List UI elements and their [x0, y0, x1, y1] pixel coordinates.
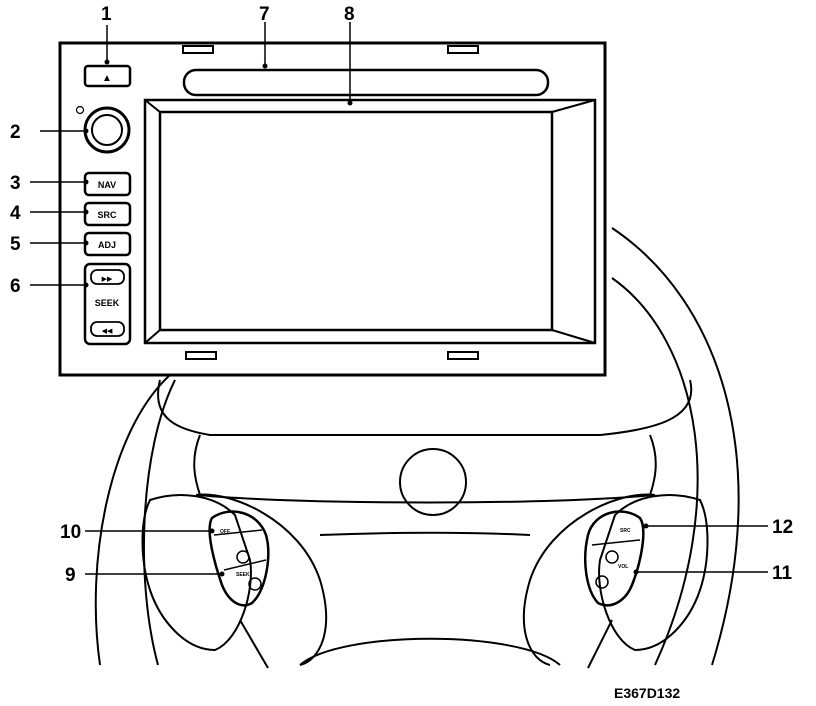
callout-10: 10	[60, 522, 81, 543]
right-spoke-inner	[522, 493, 656, 666]
wheel-rim-outer-right	[611, 227, 740, 666]
left-column	[239, 619, 269, 669]
wheel-rim-outer	[94, 374, 171, 666]
mounting-clip-bottom-right	[447, 351, 479, 360]
callout-12: 12	[772, 517, 793, 538]
left-bottom-label: SEEK	[236, 572, 250, 578]
left-control-pad[interactable]	[208, 510, 270, 607]
callout-6: 6	[10, 276, 21, 297]
callout-7: 7	[259, 4, 270, 25]
eject-button[interactable]	[83, 64, 132, 88]
right-bottom-label: VOL	[618, 564, 628, 570]
head-unit: ▲ NAV SRC ADJ ▶▶ SEEK ◀◀	[58, 41, 607, 377]
left-top-label: OFF	[220, 529, 230, 535]
wheel-horn-emblem	[399, 448, 467, 516]
seek-up-icon: ▶▶	[102, 276, 113, 283]
left-steering-controls: OFF SEEK	[208, 510, 270, 607]
nav-button-label: NAV	[98, 180, 116, 190]
right-spoke	[598, 494, 709, 652]
right-volume-down-button[interactable]	[595, 575, 609, 589]
wheel-hub	[197, 494, 653, 504]
leader-lines	[30, 22, 768, 575]
volume-knob-inner	[91, 114, 123, 146]
callout-4: 4	[10, 203, 21, 224]
callout-11: 11	[772, 563, 793, 584]
callout-3: 3	[10, 173, 21, 194]
callout-2: 2	[10, 122, 21, 143]
src-button-label: SRC	[97, 210, 117, 220]
eject-icon: ▲	[102, 73, 112, 84]
left-voice-button[interactable]	[236, 550, 250, 564]
power-icon	[75, 105, 85, 115]
adj-button-label: ADJ	[98, 240, 116, 250]
wheel-center-line	[319, 531, 531, 536]
seek-down-button[interactable]	[90, 321, 125, 337]
callout-8: 8	[344, 4, 355, 25]
right-volume-up-button[interactable]	[605, 550, 619, 564]
left-spoke-inner	[195, 493, 328, 666]
callout-1: 1	[101, 4, 112, 25]
left-seek-button[interactable]	[248, 577, 262, 591]
left-spoke	[141, 494, 252, 652]
callout-9: 9	[65, 565, 76, 586]
right-control-pad[interactable]	[584, 510, 645, 607]
figure-reference-code: E367D132	[614, 685, 680, 701]
wheel-hub-top	[193, 434, 657, 496]
wheel-shroud	[157, 379, 693, 436]
right-column	[587, 619, 613, 669]
right-steering-controls: SRC VOL	[584, 510, 645, 607]
cd-slot[interactable]	[182, 68, 550, 97]
display-screen[interactable]	[158, 110, 554, 332]
steering-wheel	[94, 227, 740, 669]
mounting-clip-bottom-left	[185, 351, 217, 360]
seek-down-icon: ◀◀	[102, 328, 113, 335]
right-top-label: SRC	[620, 528, 631, 534]
wheel-rim-inner	[142, 379, 176, 666]
seek-label: SEEK	[95, 298, 120, 308]
wheel-hub-bottom	[299, 637, 561, 666]
callout-5: 5	[10, 234, 21, 255]
seek-up-button[interactable]	[90, 269, 125, 285]
mounting-clip-top-left	[182, 45, 214, 54]
callout-numbers: 1 2 3 4 5 6 7 8 9 10 11 12	[10, 4, 793, 586]
leader-dots	[83, 59, 649, 577]
mounting-clip-top-right	[447, 45, 479, 54]
wheel-rim-inner-right	[611, 277, 699, 666]
